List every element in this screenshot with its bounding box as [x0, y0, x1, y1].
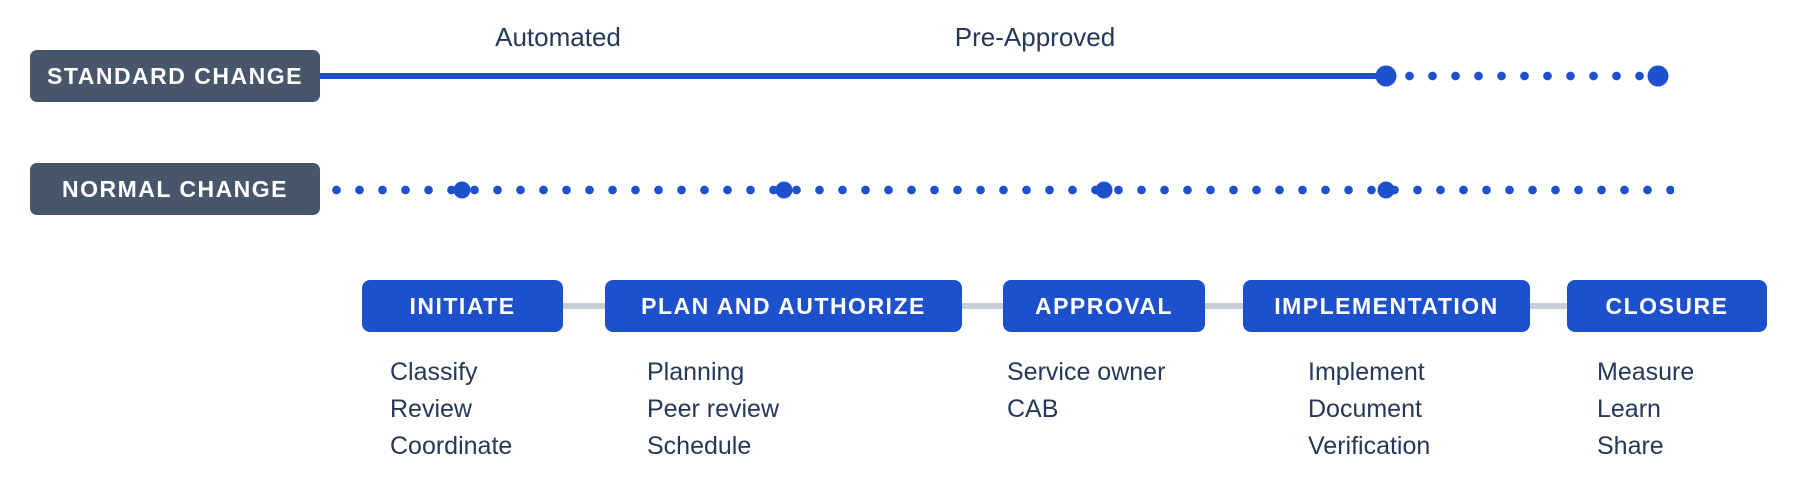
list-item: Schedule [647, 432, 752, 460]
stage-badge-initiate: INITIATE [362, 280, 563, 332]
list-item: Measure [1597, 358, 1695, 386]
standard-change-end-dot [1647, 65, 1669, 87]
normal-change-dot-approval [1095, 181, 1113, 199]
list-item: Planning [647, 358, 745, 386]
list-item: Verification [1308, 432, 1431, 460]
standard-change-solid-line [315, 73, 1386, 79]
stage-badge-plan-and-authorize: PLAN AND AUTHORIZE [605, 280, 962, 332]
list-item: Peer review [647, 395, 779, 423]
list-item: CAB [1007, 395, 1059, 423]
list-item: Implement [1308, 358, 1425, 386]
list-item: Learn [1597, 395, 1661, 423]
list-item: Classify [390, 358, 478, 386]
stage-badge-closure: CLOSURE [1567, 280, 1767, 332]
normal-change-badge: NORMAL CHANGE [30, 163, 320, 215]
normal-change-dot-plan [775, 181, 793, 199]
list-item: Service owner [1007, 358, 1166, 386]
list-item: Review [390, 395, 472, 423]
stage-list-implementation: Implement Document Verification [1308, 354, 1430, 465]
standard-change-dotted-line [1398, 71, 1650, 81]
stage-badge-implementation: IMPLEMENTATION [1243, 280, 1530, 332]
normal-change-dot-initiate [453, 181, 471, 199]
stage-list-plan-and-authorize: Planning Peer review Schedule [647, 354, 779, 465]
list-item: Document [1308, 395, 1422, 423]
stage-list-closure: Measure Learn Share [1597, 354, 1694, 465]
stage-badge-approval: APPROVAL [1003, 280, 1205, 332]
normal-change-dotted-line [325, 185, 1674, 195]
pre-approved-label: Pre-Approved [954, 22, 1116, 52]
list-item: Coordinate [390, 432, 513, 460]
stage-list-initiate: Classify Review Coordinate [390, 354, 512, 465]
stage-list-approval: Service owner CAB [1007, 354, 1165, 428]
standard-change-badge: STANDARD CHANGE [30, 50, 320, 102]
automated-label: Automated [495, 22, 621, 52]
normal-change-dot-implementation [1377, 181, 1395, 199]
list-item: Share [1597, 432, 1664, 460]
standard-change-milestone-dot [1375, 65, 1397, 87]
